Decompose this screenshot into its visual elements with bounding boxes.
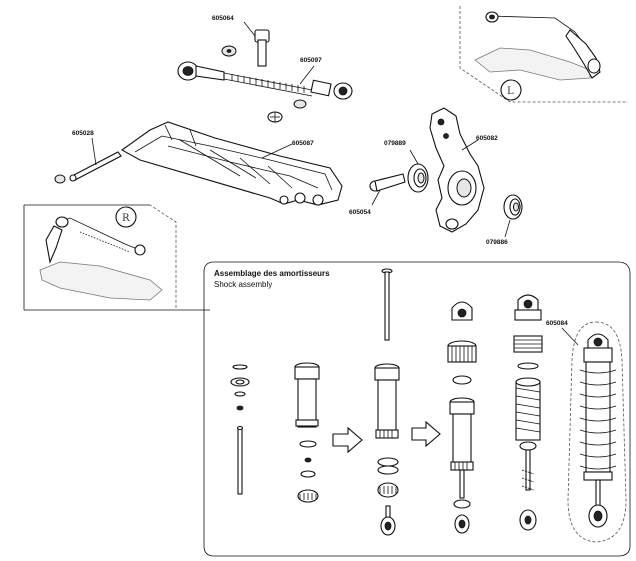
- label-605028: 605028: [72, 130, 94, 137]
- lower-arm-605087: [120, 121, 343, 206]
- label-605097: 605097: [300, 57, 322, 64]
- screw-small: [267, 99, 307, 123]
- inset-l-letter: L: [507, 86, 514, 97]
- inset-r-circle: [115, 206, 137, 228]
- label-079889: 079889: [384, 140, 406, 147]
- turnbuckle-605097: [177, 61, 353, 100]
- inset-right-side: R: [24, 204, 177, 310]
- pin-605064-top: [221, 21, 270, 67]
- shock-assembly-section: Assemblage des amortisseurs Shock assemb…: [203, 261, 631, 557]
- bearing-079886: [503, 194, 523, 238]
- top-section: 605064 605097 605028: [23, 6, 628, 311]
- complete-shock-605084: [561, 321, 627, 543]
- shock-col4: [447, 301, 477, 534]
- inset-l-circle: [500, 79, 522, 101]
- label-079886: 079886: [486, 239, 508, 246]
- pin-605054: [369, 173, 406, 206]
- shock-title-en: Shock assembly: [214, 280, 272, 289]
- arrow-step-2: [411, 420, 441, 448]
- arrow-step-1: [332, 426, 363, 454]
- shock-col1-parts: [230, 364, 250, 495]
- hub-carrier-605082: [429, 107, 485, 233]
- shock-assembly-frame: [203, 261, 631, 557]
- shock-col3: [374, 268, 400, 536]
- pin-605028: [54, 137, 122, 184]
- label-605084: 605084: [546, 320, 568, 327]
- label-605087: 605087: [292, 140, 314, 147]
- inset-r-letter: R: [122, 213, 130, 224]
- shock-title-fr: Assemblage des amortisseurs: [214, 269, 330, 278]
- label-605054: 605054: [349, 209, 371, 216]
- label-605082: 605082: [476, 135, 498, 142]
- bearing-079889: [407, 149, 429, 193]
- label-605064-top: 605064: [212, 15, 234, 22]
- shock-col2-body: [294, 362, 320, 503]
- inset-left-side: L: [459, 6, 628, 103]
- shock-col5: [513, 294, 543, 531]
